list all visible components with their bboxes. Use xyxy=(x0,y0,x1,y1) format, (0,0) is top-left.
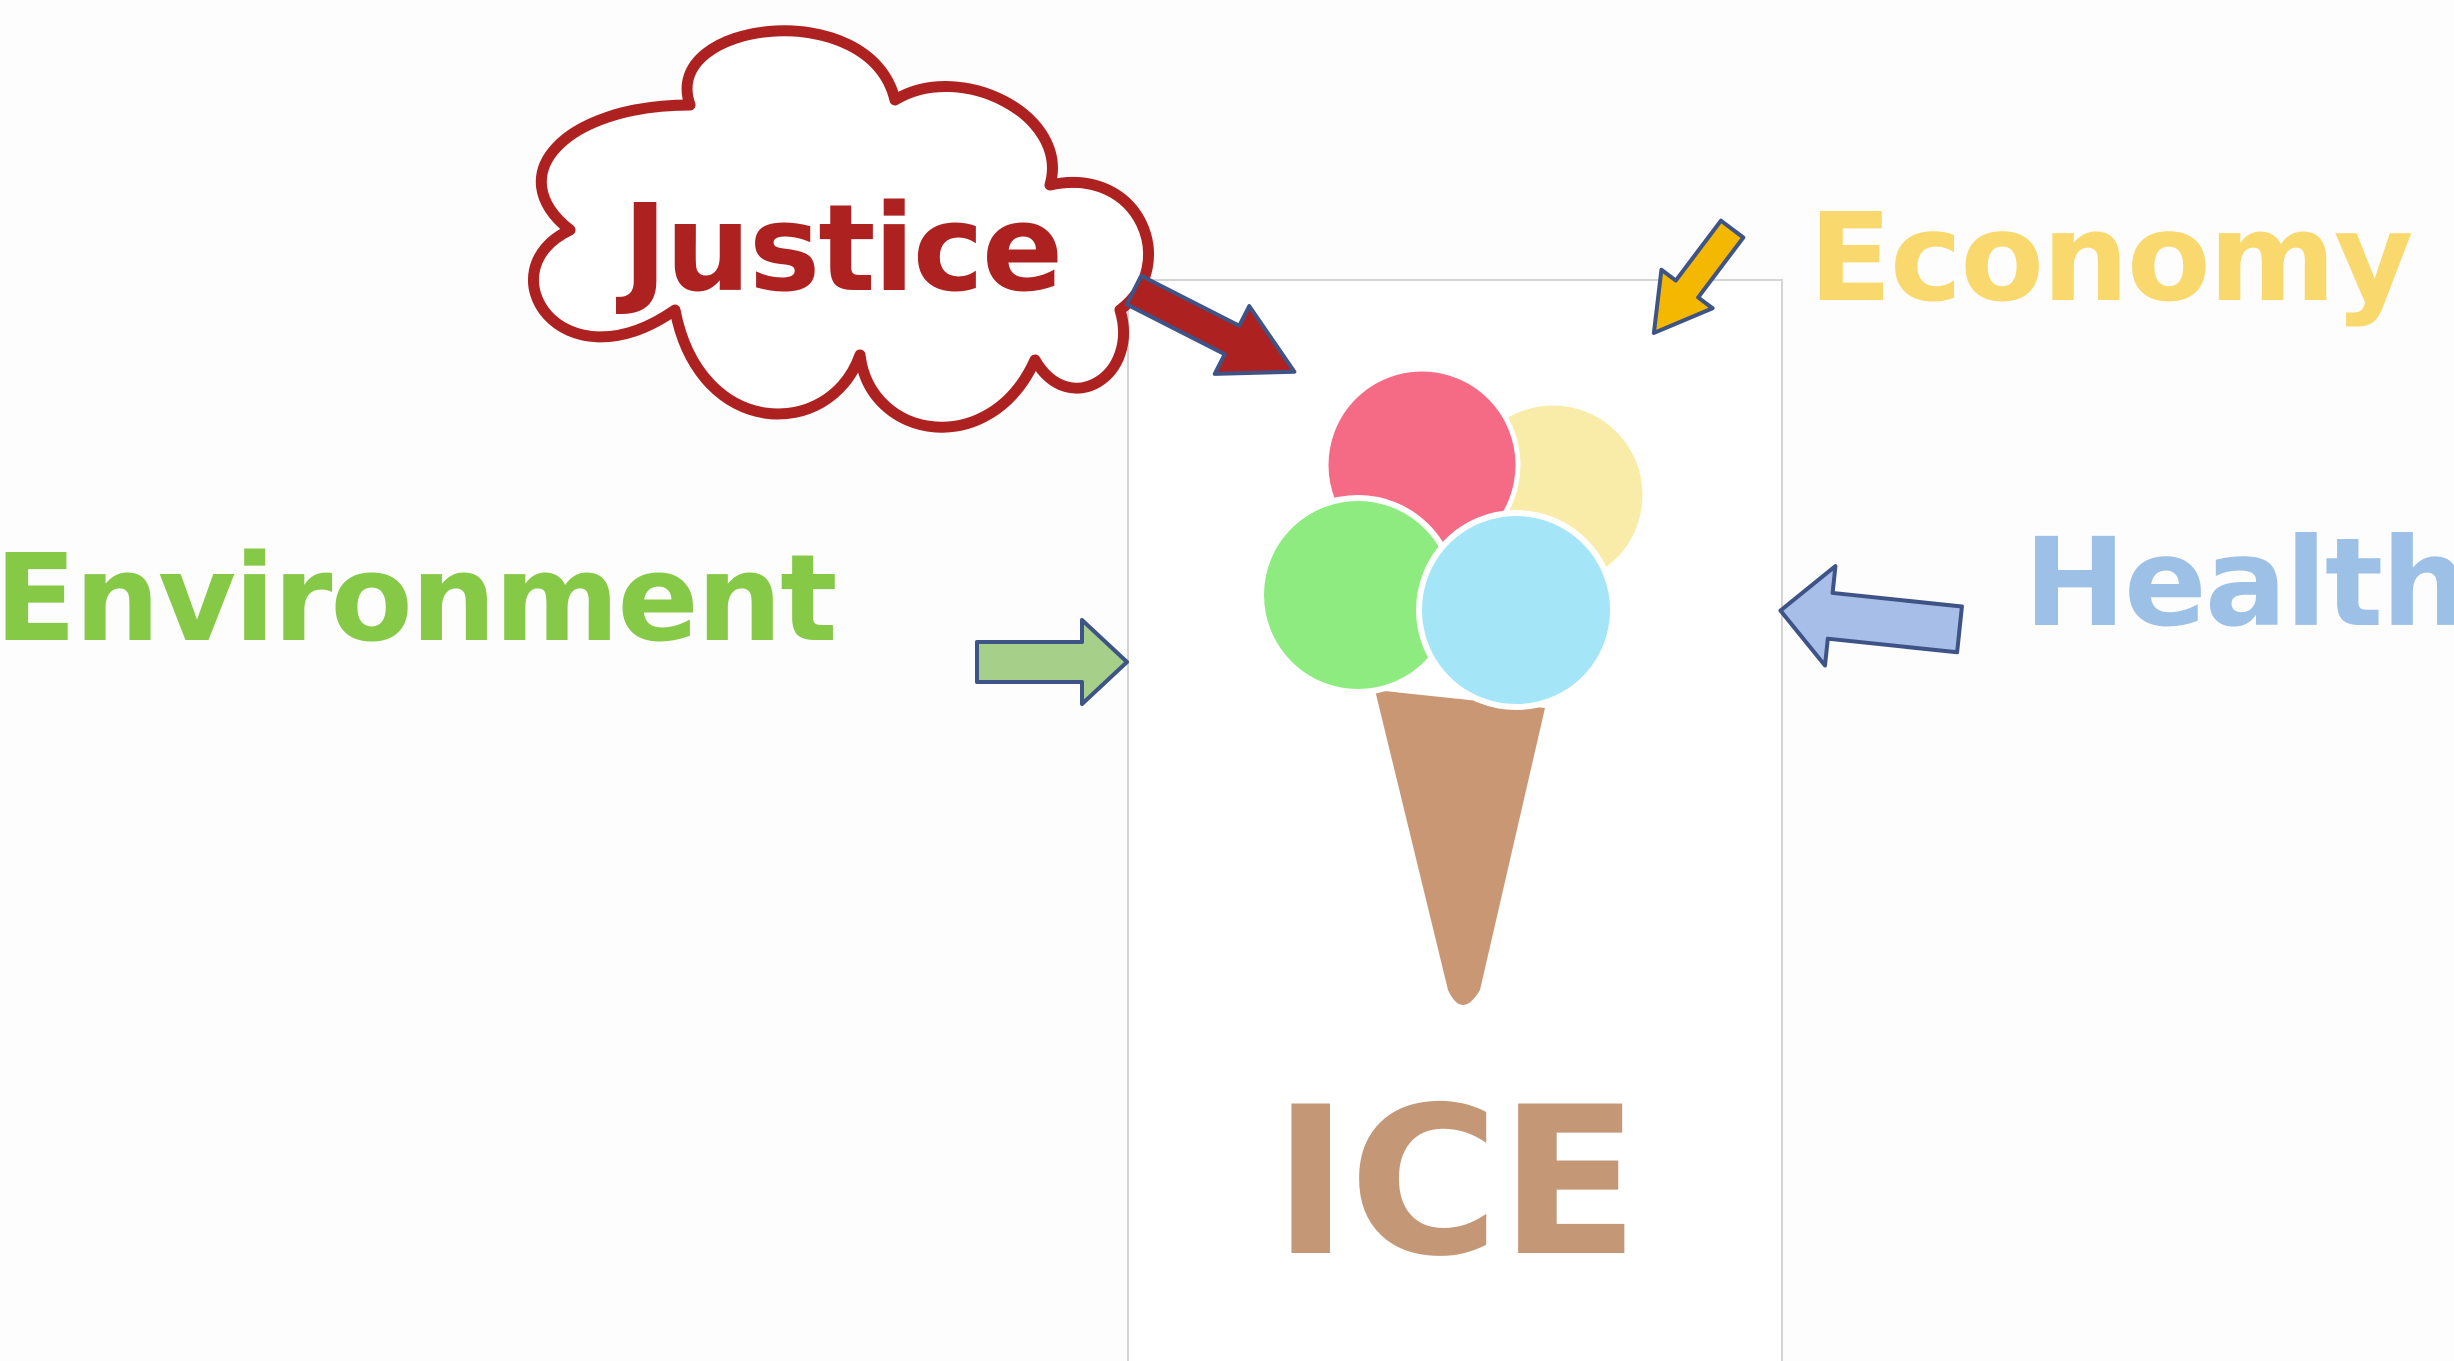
health-arrow xyxy=(1778,564,1964,668)
cone xyxy=(1375,690,1545,1005)
economy-label: Economy xyxy=(1809,187,2412,329)
environment-arrow xyxy=(975,618,1129,706)
environment-label: Environment xyxy=(0,530,836,669)
health-label: Health xyxy=(2024,512,2454,654)
economy-arrow xyxy=(1651,218,1746,335)
justice-label: Justice xyxy=(616,180,1062,319)
justice-arrow xyxy=(1124,273,1297,376)
ice-label: ICE xyxy=(1273,1064,1640,1302)
justice-cloud xyxy=(527,25,1154,433)
scoop-blue xyxy=(1416,510,1616,710)
